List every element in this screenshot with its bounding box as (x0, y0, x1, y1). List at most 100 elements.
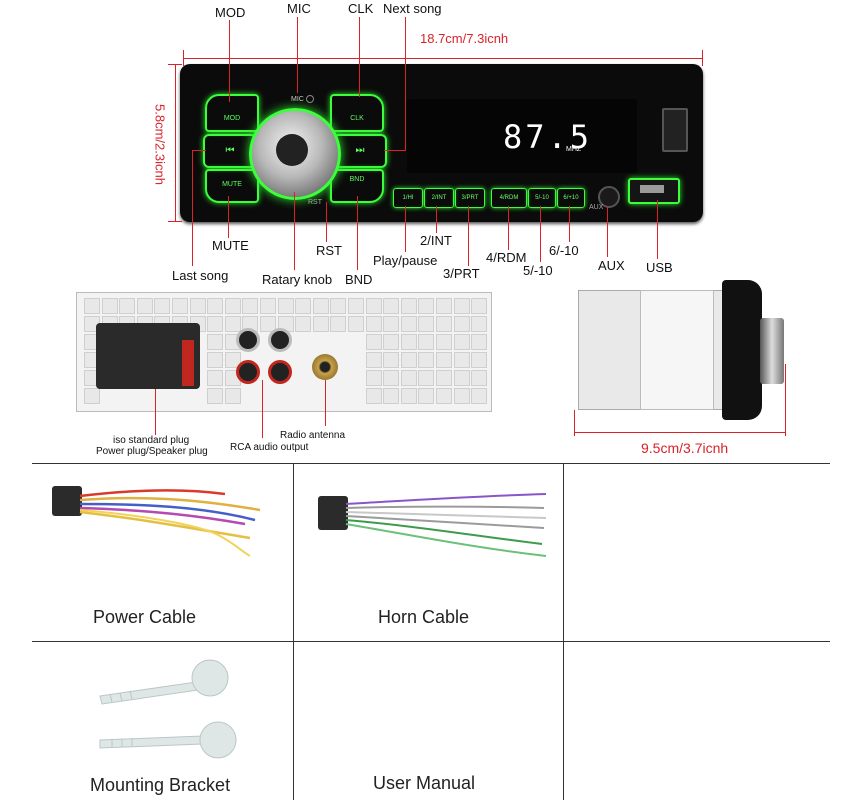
label-next-song: Next song (383, 1, 442, 16)
next-song-button[interactable]: ⏭ (333, 134, 387, 168)
mod-button[interactable]: MOD (205, 94, 259, 132)
rca-jack-red-right (268, 360, 292, 384)
leader-iso (155, 389, 156, 435)
label-rotary-knob: Ratary knob (262, 272, 333, 287)
vent-cell (207, 370, 224, 386)
prev-icon: ⏮ (225, 145, 235, 156)
clk-button-label: CLK (350, 115, 364, 122)
vent-cell (383, 388, 400, 404)
vent-cell (207, 352, 224, 368)
vent-cell (453, 316, 470, 332)
vent-cell (471, 334, 488, 350)
preset-4-button[interactable]: 4/RDM (491, 188, 527, 208)
vent-cell (418, 334, 435, 350)
vent-cell (365, 298, 382, 314)
aux-faceplate-label: AUX (589, 204, 604, 211)
frequency-unit: MHZ (566, 146, 582, 153)
vent-cell (224, 388, 241, 404)
label-rst: RST (316, 243, 342, 258)
vent-cell (101, 298, 118, 314)
vent-cell (453, 352, 470, 368)
vent-cell (84, 388, 100, 404)
vent-cell (453, 370, 470, 386)
side-knob (760, 318, 784, 384)
leader-bnd (357, 196, 358, 270)
label-antenna: Radio antenna (280, 430, 346, 441)
vent-cell (453, 334, 470, 350)
mod-button-label: MOD (223, 115, 241, 122)
leader-aux (607, 206, 608, 257)
width-dimension: 18.7cm/7.3icnh (420, 31, 509, 46)
bnd-button-label: BND (349, 176, 365, 183)
table-col-divider-2 (563, 463, 564, 800)
usb-socket (640, 185, 664, 193)
vent-cell (207, 388, 224, 404)
label-play-pause: Play/pause (373, 253, 438, 268)
vent-cell (383, 316, 400, 332)
height-dim-line (175, 64, 176, 222)
vent-cell (224, 316, 241, 332)
vent-cell (471, 370, 488, 386)
vent-cell (436, 298, 452, 314)
leader-mic (297, 17, 298, 93)
preset-6-button[interactable]: 6/+10 (557, 188, 585, 208)
depth-dim-tick-right (785, 364, 786, 436)
preset-5-button[interactable]: 5/-10 (528, 188, 556, 208)
vent-cell (418, 316, 435, 332)
vent-cell (207, 316, 224, 332)
vent-cell (365, 316, 382, 332)
vent-cell (312, 298, 329, 314)
vent-cell (400, 352, 417, 368)
iso-plug-red-clip (182, 340, 194, 386)
mute-button[interactable]: MUTE (205, 169, 259, 203)
leader-prt (468, 206, 469, 266)
vent-cell (383, 352, 400, 368)
leader-clk (359, 17, 360, 97)
preset-2-button[interactable]: 2/INT (424, 188, 454, 208)
leader-mod (229, 20, 230, 102)
label-clk: CLK (348, 1, 374, 16)
label-mute: MUTE (212, 238, 249, 253)
leader-last-song (192, 150, 193, 266)
label-minus10: 5/-10 (523, 263, 553, 278)
preset-1-button[interactable]: 1/HI (393, 188, 423, 208)
depth-dim-line (574, 432, 786, 433)
rca-jack-white-right (268, 328, 292, 352)
item-power-cable-label: Power Cable (93, 607, 197, 627)
preset-3-button[interactable]: 3/PRT (455, 188, 485, 208)
frequency-readout: 87.5 (503, 118, 593, 156)
label-int: 2/INT (420, 233, 452, 248)
vent-cell (436, 388, 452, 404)
leader-rst (326, 202, 327, 242)
label-mic: MIC (287, 1, 311, 16)
leader-rca (262, 380, 263, 438)
aux-jack[interactable] (598, 186, 620, 208)
label-usb: USB (646, 260, 673, 275)
vent-cell (84, 298, 100, 314)
vent-cell (136, 298, 153, 314)
vent-cell (400, 316, 417, 332)
vent-cell (348, 316, 364, 332)
leader-last-song-h (192, 150, 206, 151)
depth-dimension: 9.5cm/3.7icnh (641, 440, 729, 456)
clk-button[interactable]: CLK (330, 94, 384, 132)
depth-dim-tick-left (574, 410, 575, 436)
label-last-song: Last song (172, 268, 229, 283)
card-slot[interactable] (662, 108, 688, 152)
leader-plus10 (569, 206, 570, 242)
vent-cell (436, 334, 452, 350)
label-iso-plug: iso standard plug (113, 435, 190, 446)
vent-cell (400, 370, 417, 386)
vent-cell (154, 298, 171, 314)
antenna-socket (312, 354, 338, 380)
vent-cell (365, 352, 382, 368)
vent-cell (330, 316, 347, 332)
vent-cell (365, 370, 382, 386)
vent-cell (418, 298, 435, 314)
label-aux: AUX (598, 258, 625, 273)
label-rdm: 4/RDM (486, 250, 527, 265)
vent-cell (400, 388, 417, 404)
display-screen (407, 99, 637, 173)
height-dim-tick-bottom (168, 221, 182, 222)
rst-label: RST (308, 199, 322, 206)
